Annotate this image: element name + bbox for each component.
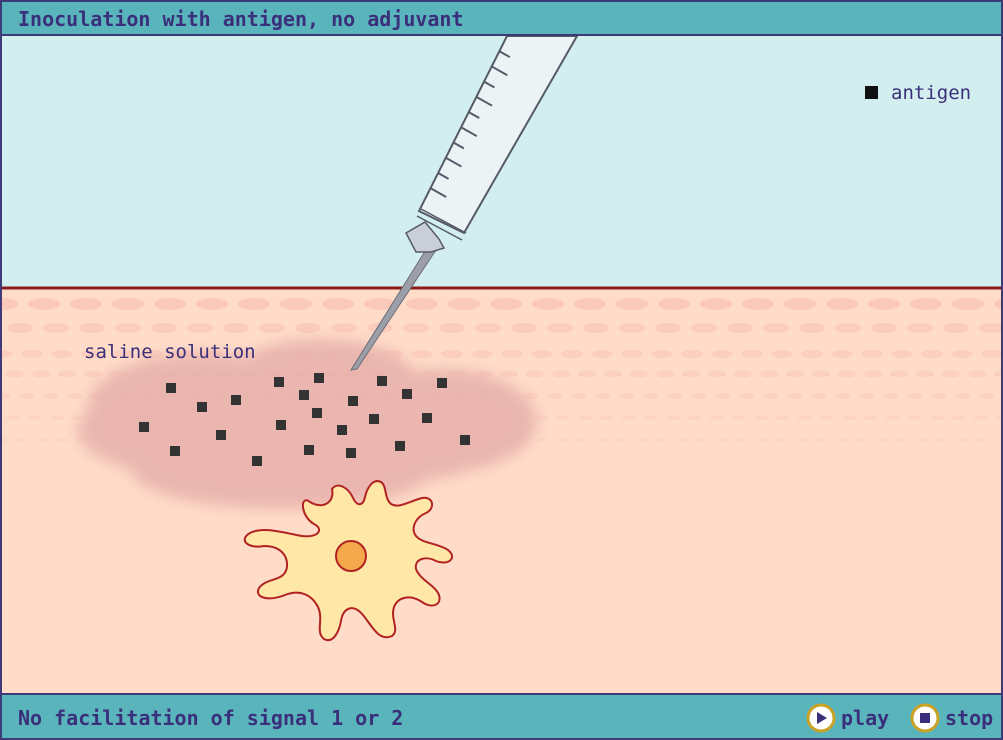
title-bar: Inoculation with antigen, no adjuvant (2, 2, 1001, 36)
antigen-square-icon (274, 377, 284, 387)
antigen-square-icon (402, 389, 412, 399)
antigen-square-icon (252, 456, 262, 466)
antigen-square-icon (299, 390, 309, 400)
antigen-square-icon (348, 396, 358, 406)
stop-label: stop (945, 706, 993, 730)
antigen-square-icon (346, 448, 356, 458)
antigen-square-icon (460, 435, 470, 445)
play-button[interactable]: play (806, 703, 889, 733)
status-text: No facilitation of signal 1 or 2 (18, 705, 403, 731)
antigen-square-icon (337, 425, 347, 435)
antigen-square-icon (139, 422, 149, 432)
antigen-square-icon (422, 413, 432, 423)
antigen-legend-icon (865, 86, 878, 99)
cell-nucleus (336, 541, 366, 571)
antigen-square-icon (395, 441, 405, 451)
antigen-square-icon (437, 378, 447, 388)
page-title: Inoculation with antigen, no adjuvant (18, 6, 464, 32)
antigen-square-icon (197, 402, 207, 412)
antigen-square-icon (231, 395, 241, 405)
saline-label: saline solution (84, 341, 256, 363)
diagram-canvas: saline solution (2, 36, 1001, 693)
antigen-square-icon (170, 446, 180, 456)
antigen-square-icon (369, 414, 379, 424)
stop-icon (910, 703, 940, 733)
legend-antigen-label: antigen (891, 82, 971, 104)
stop-button[interactable]: stop (910, 703, 993, 733)
antigen-square-icon (314, 373, 324, 383)
antigen-square-icon (276, 420, 286, 430)
play-label: play (841, 706, 889, 730)
antigen-square-icon (166, 383, 176, 393)
antigen-square-icon (312, 408, 322, 418)
antigen-square-icon (304, 445, 314, 455)
antigen-square-icon (377, 376, 387, 386)
status-bar: No facilitation of signal 1 or 2 play st… (2, 693, 1001, 738)
play-icon (806, 703, 836, 733)
antigen-square-icon (216, 430, 226, 440)
